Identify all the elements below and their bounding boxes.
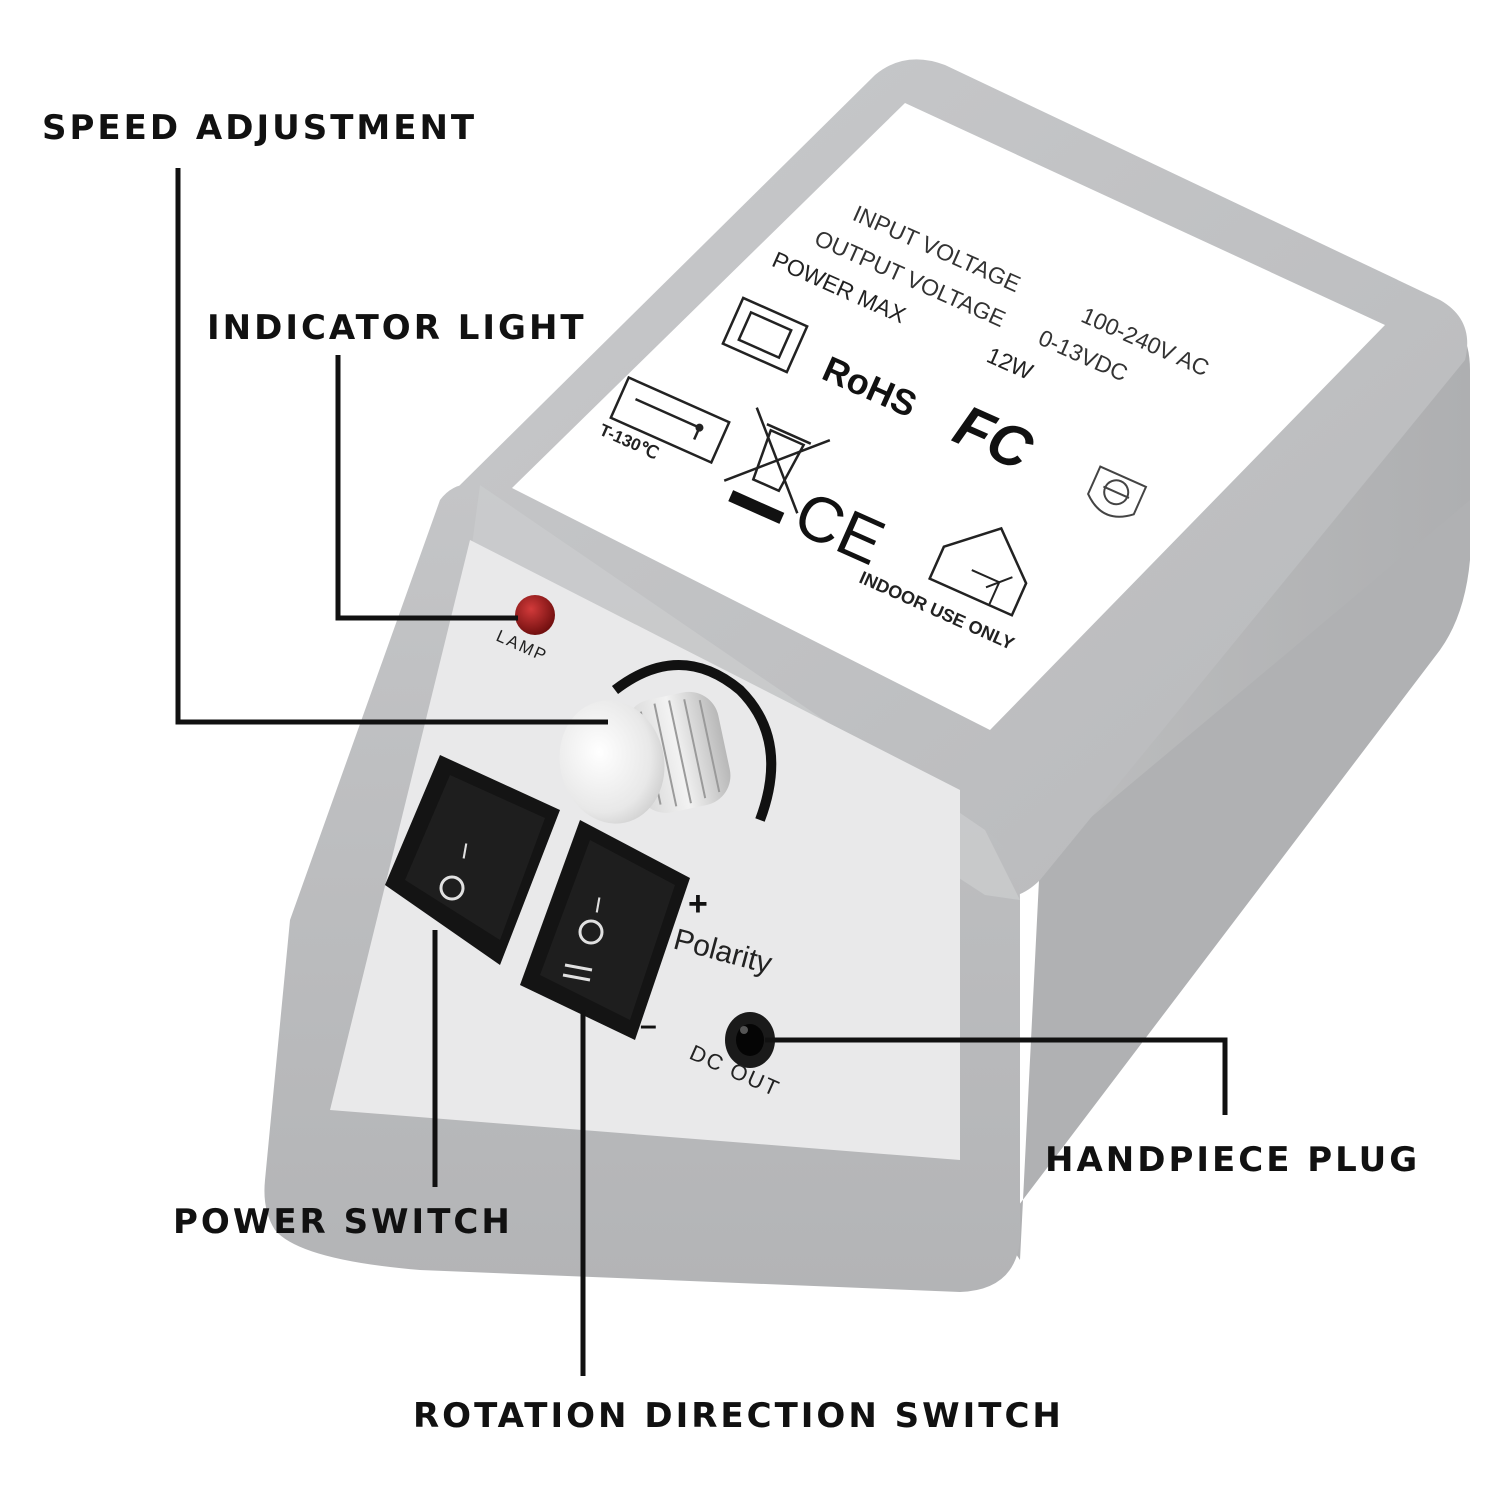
speed-scale-arc <box>611 660 777 822</box>
power-switch-on-mark: I <box>460 838 470 864</box>
speed-adjustment-callout: SPEED ADJUSTMENT <box>42 108 478 148</box>
direction-off-mark <box>578 919 604 945</box>
weee-bin-icon <box>723 407 831 524</box>
handpiece-plug-leader <box>765 1037 1228 1115</box>
indicator-light-callout: INDICATOR LIGHT <box>207 308 587 348</box>
indicator-lamp <box>515 595 555 635</box>
power-switch-off-mark <box>439 875 465 901</box>
front-panel: LAMP I I + <box>330 540 960 1160</box>
polarity-minus: – <box>640 1009 657 1042</box>
dc-out-jack[interactable] <box>725 1012 775 1068</box>
power-switch-callout: POWER SWITCH <box>173 1202 513 1242</box>
spec-label: INPUT VOLTAGE OUTPUT VOLTAGE POWER MAX 1… <box>512 103 1385 730</box>
indoor-use-icon <box>928 526 1028 617</box>
safety-seal-icon <box>1086 465 1148 518</box>
leader-lines <box>175 168 1228 1376</box>
direction-forward-mark: I <box>593 892 603 918</box>
rotation-direction-switch[interactable]: I <box>520 820 690 1040</box>
polarity-plus: + <box>688 885 708 923</box>
handpiece-plug-callout: HANDPIECE PLUG <box>1045 1140 1421 1180</box>
speed-knob[interactable] <box>548 686 736 833</box>
power-switch[interactable]: I <box>385 755 560 965</box>
double-insulation-icon <box>721 296 809 374</box>
rotation-direction-switch-callout: ROTATION DIRECTION SWITCH <box>413 1396 1064 1436</box>
indicator-light-leader <box>335 355 518 621</box>
speed-adjustment-leader <box>175 168 608 725</box>
